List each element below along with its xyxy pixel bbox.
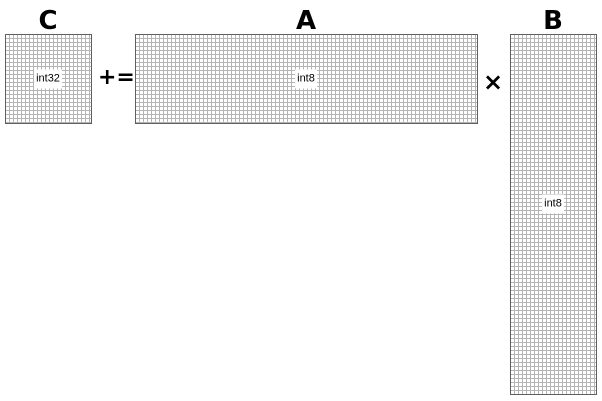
matrix-b-dtype-label: int8 bbox=[542, 194, 564, 214]
matrix-a-dtype-label: int8 bbox=[295, 69, 317, 89]
matrix-a-title: A bbox=[295, 6, 317, 36]
matrix-c-dtype-label: int32 bbox=[34, 69, 62, 89]
matrix-c-title: C bbox=[38, 6, 58, 36]
matrix-b-grid bbox=[510, 34, 597, 395]
multiply-operator: × bbox=[483, 68, 504, 96]
accumulate-operator: += bbox=[98, 65, 135, 90]
matrix-b-title: B bbox=[543, 6, 563, 36]
